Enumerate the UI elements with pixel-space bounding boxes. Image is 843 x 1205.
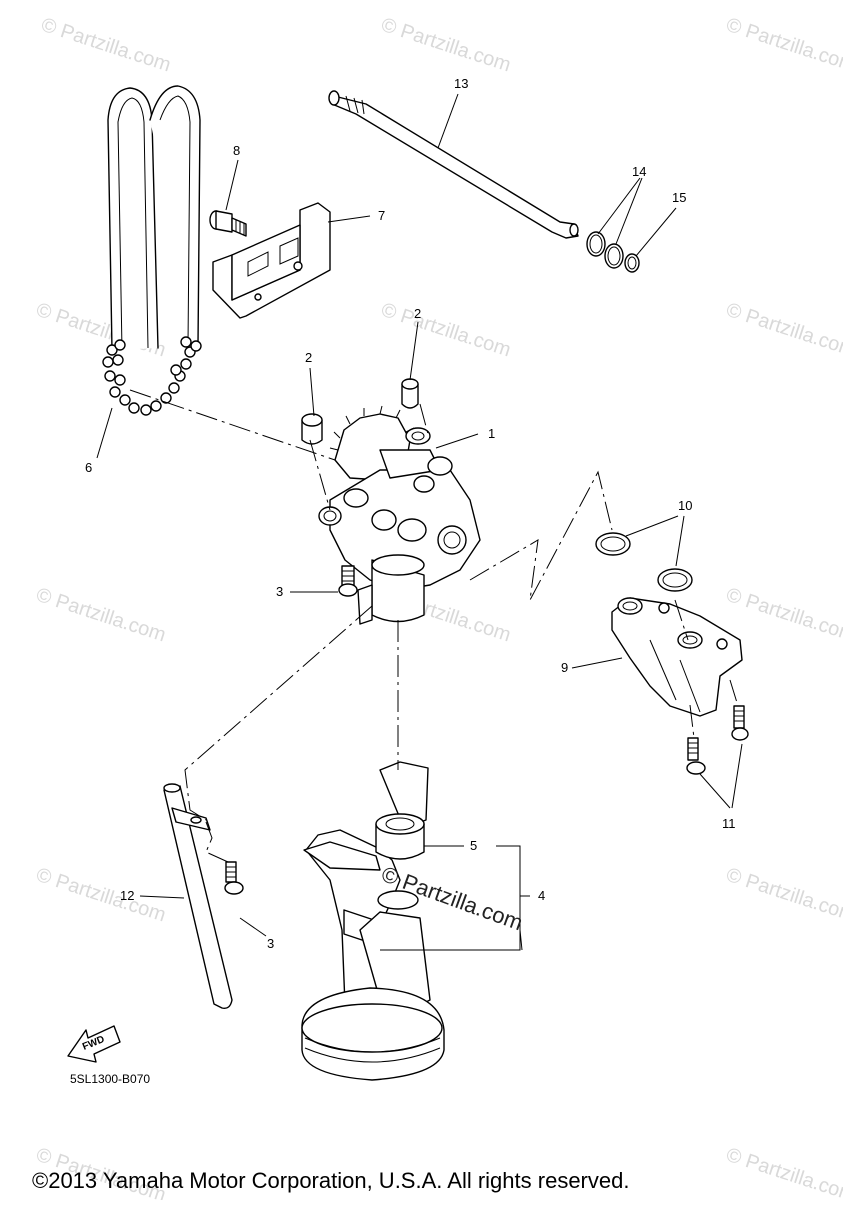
callout-14: 14 (632, 164, 646, 179)
drawing-code: 5SL1300-B070 (70, 1072, 150, 1086)
callout-5: 5 (470, 838, 477, 853)
part-2-dowel-pin[interactable] (401, 378, 419, 409)
callout-15: 15 (672, 190, 686, 205)
watermark-text: © Partzilla.com (723, 299, 843, 362)
watermark-text: © Partzilla.com (33, 864, 168, 927)
callout-12: 12 (120, 888, 134, 903)
part-4-oil-strainer[interactable] (301, 761, 445, 1081)
fwd-arrow: FWD (67, 1025, 121, 1063)
callout-8: 8 (233, 143, 240, 158)
part-6-chain[interactable] (102, 85, 202, 416)
part-11-bolt[interactable] (686, 737, 706, 775)
callout-9: 9 (561, 660, 568, 675)
callout-1: 1 (488, 426, 495, 441)
callout-4: 4 (538, 888, 545, 903)
part-11-bolt[interactable] (731, 705, 749, 741)
part-2-dowel-pin[interactable] (301, 413, 323, 445)
chain-links (102, 336, 202, 416)
watermark-text: © Partzilla.com (723, 14, 843, 77)
part-15-o-ring[interactable] (624, 253, 640, 273)
watermark-text: © Partzilla.com (723, 584, 843, 647)
assembly-lines (129, 389, 739, 863)
copyright-text: ©2013 Yamaha Motor Corporation, U.S.A. A… (32, 1168, 629, 1193)
part-9-oil-pipe[interactable] (611, 597, 743, 717)
watermark-text: © Partzilla.com (378, 14, 513, 77)
part-3-screw[interactable] (338, 565, 358, 597)
callouts: 1 2 2 3 3 4 5 6 7 8 9 10 11 12 13 14 15 (85, 76, 736, 951)
watermark-text: © Partzilla.com (378, 299, 513, 362)
part-12-pipe[interactable] (163, 783, 233, 1010)
watermark-text: © Partzilla.com (723, 1144, 843, 1200)
part-3-screw[interactable] (224, 861, 244, 895)
part-7-chain-guide[interactable] (212, 202, 331, 319)
callout-13: 13 (454, 76, 468, 91)
callout-3: 3 (267, 936, 274, 951)
callout-2: 2 (305, 350, 312, 365)
part-8-bolt[interactable] (209, 210, 247, 237)
part-1-oil-pump[interactable] (318, 405, 481, 625)
part-14-o-rings[interactable] (586, 231, 624, 269)
part-10-o-ring[interactable] (595, 532, 631, 556)
part-13-shaft[interactable] (328, 90, 579, 239)
watermark-text: © Partzilla.com (38, 14, 173, 77)
part-5-o-ring[interactable] (375, 813, 425, 860)
watermark-text: © Partzilla.com (33, 584, 168, 647)
callout-10: 10 (678, 498, 692, 513)
callout-6: 6 (85, 460, 92, 475)
leader-lines (96, 93, 743, 951)
callout-2: 2 (414, 306, 421, 321)
callout-7: 7 (378, 208, 385, 223)
callout-11: 11 (722, 816, 736, 831)
watermark-text: © Partzilla.com (723, 864, 843, 927)
callout-3: 3 (276, 584, 283, 599)
part-10-o-ring[interactable] (657, 568, 693, 592)
